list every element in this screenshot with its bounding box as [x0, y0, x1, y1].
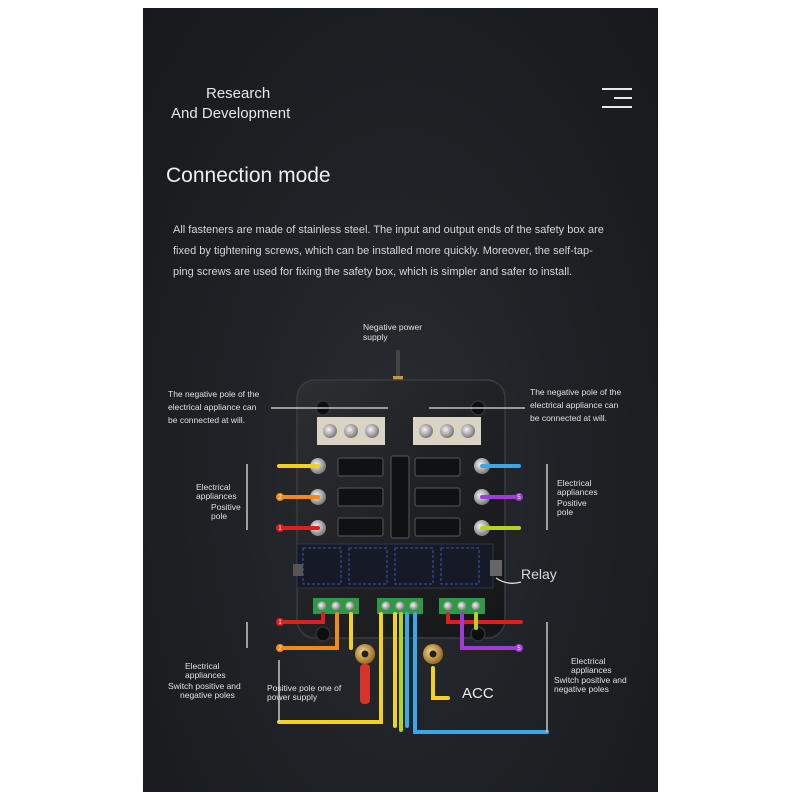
bottom-left-3: Switch positive and	[168, 681, 241, 691]
relay-block	[293, 543, 502, 589]
bottom-right-4: negative poles	[554, 684, 609, 694]
section-title: Connection mode	[166, 164, 331, 187]
menu-bar-middle	[614, 97, 632, 99]
menu-bar-top	[602, 88, 632, 90]
pos-supply-1: Positive pole one of	[267, 683, 342, 693]
elec-left-2: appliances	[196, 491, 237, 501]
bottom-right-2: appliances	[571, 665, 612, 675]
elec-right-2: appliances	[557, 487, 598, 497]
neg-power-label-1: Negative power	[363, 322, 422, 332]
neg-pole-right-2: electrical appliance can	[530, 400, 619, 410]
relay-terminal-blocks	[313, 598, 485, 614]
fuse-slots	[337, 455, 461, 539]
neg-pole-right-3: be connected at will.	[530, 413, 607, 423]
neg-pole-left-2: electrical appliance can	[168, 402, 257, 412]
wire-number-tags: 2 1 5 1 2 5	[276, 493, 523, 652]
negative-bus-bar-right	[413, 417, 481, 445]
bottom-left-4: negative poles	[180, 690, 235, 700]
menu-bar-bottom	[602, 106, 632, 108]
hamburger-menu-icon[interactable]	[598, 88, 632, 108]
neg-power-label-2: supply	[363, 332, 388, 342]
tag-5-right: 5	[517, 495, 521, 501]
description-line: ping screws are used for fixing the safe…	[173, 266, 573, 278]
tag-5-bottom: 5	[517, 646, 521, 652]
positive-terminal-screws	[310, 458, 490, 536]
section-description: All fasteners are made of stainless stee…	[173, 220, 613, 283]
product-panel: Research And Development Connection mode…	[143, 8, 658, 792]
tag-2-bottom: 2	[278, 646, 282, 652]
callout-lines	[246, 407, 548, 732]
brand-line-2: And Development	[171, 105, 291, 122]
fuse-box-connection-diagram: 2 1 5 1 2 5 Negative power supply The ne…	[168, 322, 627, 734]
tag-1-left: 1	[278, 526, 282, 532]
description-line: All fasteners are made of stainless stee…	[173, 224, 604, 236]
elec-right-4: pole	[557, 507, 573, 517]
elec-right-1: Electrical	[557, 478, 592, 488]
elec-left-3: Positive	[211, 502, 241, 512]
elec-left-1: Electrical	[196, 482, 231, 492]
acc-label: ACC	[462, 685, 494, 702]
neg-pole-right-1: The negative pole of the	[530, 387, 621, 397]
tag-1-bottom: 1	[278, 620, 282, 626]
right-positive-wires	[480, 464, 521, 530]
description-line: fixed by tightening screws, which can be…	[173, 245, 593, 257]
diagram-labels: Negative power supply The negative pole …	[168, 322, 627, 702]
bottom-right-3: Switch positive and	[554, 675, 627, 685]
neg-pole-left-1: The negative pole of the	[168, 389, 259, 399]
brand-line-1: Research	[206, 85, 271, 102]
left-positive-wires	[277, 464, 320, 530]
bottom-left-2: appliances	[185, 670, 226, 680]
tag-2-left: 2	[278, 495, 282, 501]
elec-right-3: Positive	[557, 498, 587, 508]
relay-label: Relay	[521, 566, 557, 582]
bottom-left-1: Electrical	[185, 661, 220, 671]
pos-supply-2: power supply	[267, 692, 318, 702]
lower-wires	[277, 612, 549, 734]
negative-bus-bar-left	[317, 417, 385, 445]
ring-terminals	[355, 644, 443, 704]
elec-left-4: pole	[211, 511, 227, 521]
bottom-right-1: Electrical	[571, 656, 606, 666]
neg-pole-left-3: be connected at will.	[168, 415, 245, 425]
